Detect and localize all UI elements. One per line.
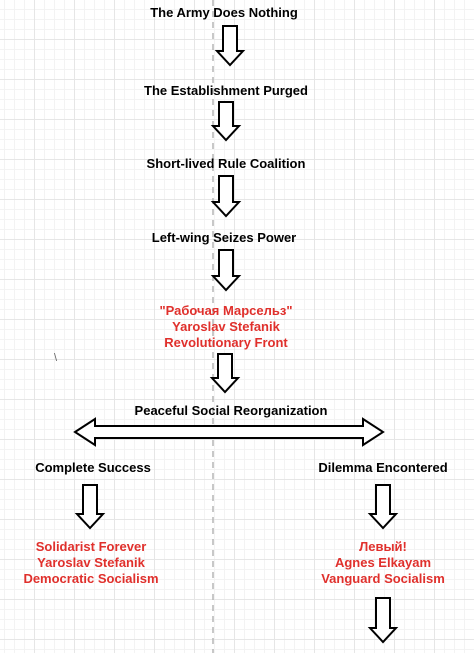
node-army-does-nothing: The Army Does Nothing <box>150 5 298 20</box>
down-arrow-icon <box>209 353 241 394</box>
node-solidarist-forever: Solidarist Forever Yaroslav Stefanik Dem… <box>23 539 158 587</box>
node-dilemma-encountered: Dilemma Encontered <box>318 460 448 475</box>
front-line-1: "Рабочая Марсельз" <box>159 303 293 318</box>
solidarist-line-2: Yaroslav Stefanik <box>37 555 145 570</box>
node-peaceful-reorganization: Peaceful Social Reorganization <box>134 403 328 418</box>
front-line-3: Revolutionary Front <box>164 335 288 350</box>
node-establishment-purged: The Establishment Purged <box>144 83 308 98</box>
down-arrow-icon <box>214 25 246 67</box>
vanguard-line-3: Vanguard Socialism <box>321 571 445 586</box>
node-short-lived-coalition: Short-lived Rule Coalition <box>146 156 306 171</box>
node-vanguard-socialism: Левый! Agnes Elkayam Vanguard Socialism <box>321 539 445 587</box>
arrows-layer <box>73 25 399 644</box>
node-revolutionary-front: "Рабочая Марсельз" Yaroslav Stefanik Rev… <box>159 303 292 351</box>
node-left-wing-seizes-power: Left-wing Seizes Power <box>151 230 297 245</box>
down-arrow-icon <box>367 597 399 644</box>
solidarist-line-1: Solidarist Forever <box>35 539 147 554</box>
front-line-2: Yaroslav Stefanik <box>172 319 280 334</box>
down-arrow-icon <box>210 249 242 292</box>
down-arrow-icon <box>74 484 106 530</box>
double-headed-arrow-icon <box>73 417 385 447</box>
down-arrow-icon <box>210 101 242 142</box>
vanguard-line-1: Левый! <box>359 539 407 554</box>
vanguard-line-2: Agnes Elkayam <box>334 555 432 570</box>
solidarist-line-3: Democratic Socialism <box>23 571 159 586</box>
down-arrow-icon <box>210 175 242 218</box>
node-complete-success: Complete Success <box>35 460 151 475</box>
stray-mark: \ <box>54 352 58 364</box>
down-arrow-icon <box>367 484 399 530</box>
